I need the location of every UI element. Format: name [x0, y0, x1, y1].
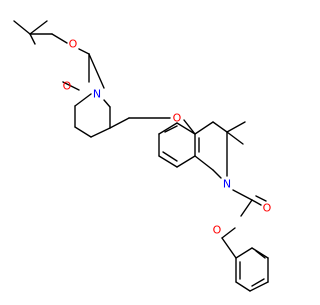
bond [221, 227, 236, 239]
double-bond-stroke [164, 125, 178, 133]
bond [74, 126, 92, 138]
bond [183, 119, 196, 135]
bond [232, 189, 253, 201]
atom-label-ester-o-boc: O [69, 38, 78, 51]
double-bond-stroke [255, 195, 267, 202]
bond [251, 199, 262, 206]
double-bond-stroke [62, 81, 80, 91]
atom-label-ester-o-cbz: O [213, 224, 222, 237]
chemical-structure: O O N O N O O [13, 20, 272, 292]
bond [176, 155, 196, 168]
bond [109, 117, 130, 129]
bond [158, 155, 178, 168]
bond [29, 20, 48, 35]
bond [74, 93, 92, 107]
bond [29, 33, 36, 45]
bond [221, 237, 237, 259]
bond [176, 122, 196, 135]
atom-label-carbonyl-o-boc: O [63, 80, 72, 93]
bond [235, 281, 251, 292]
bond [88, 53, 105, 89]
bond [226, 121, 246, 133]
bond [158, 122, 178, 135]
atom-label-layer: O O N O N O O [63, 38, 272, 237]
double-bond-stroke [162, 151, 178, 162]
bond [51, 33, 68, 44]
bond [251, 247, 269, 259]
structure-canvas: O O N O N O O [13, 20, 272, 292]
bond [194, 121, 214, 135]
bond [235, 247, 253, 259]
bond [103, 99, 111, 108]
bond [212, 121, 228, 133]
atom-label-ether-o: O [173, 112, 182, 125]
atom-label-isoquinoline-n: N [223, 178, 231, 191]
bond [90, 127, 111, 138]
bond [226, 131, 244, 145]
double-bond-stroke [251, 278, 265, 287]
bond [194, 155, 214, 171]
atom-label-carbonyl-o-cbz: O [263, 202, 272, 215]
bond [13, 20, 31, 35]
double-bond-stroke [255, 250, 266, 259]
bond [249, 281, 269, 292]
bond [78, 48, 90, 55]
bond [212, 169, 222, 179]
bond-layer [13, 20, 269, 292]
bond [240, 199, 253, 217]
atom-label-piperidine-n: N [93, 88, 101, 101]
